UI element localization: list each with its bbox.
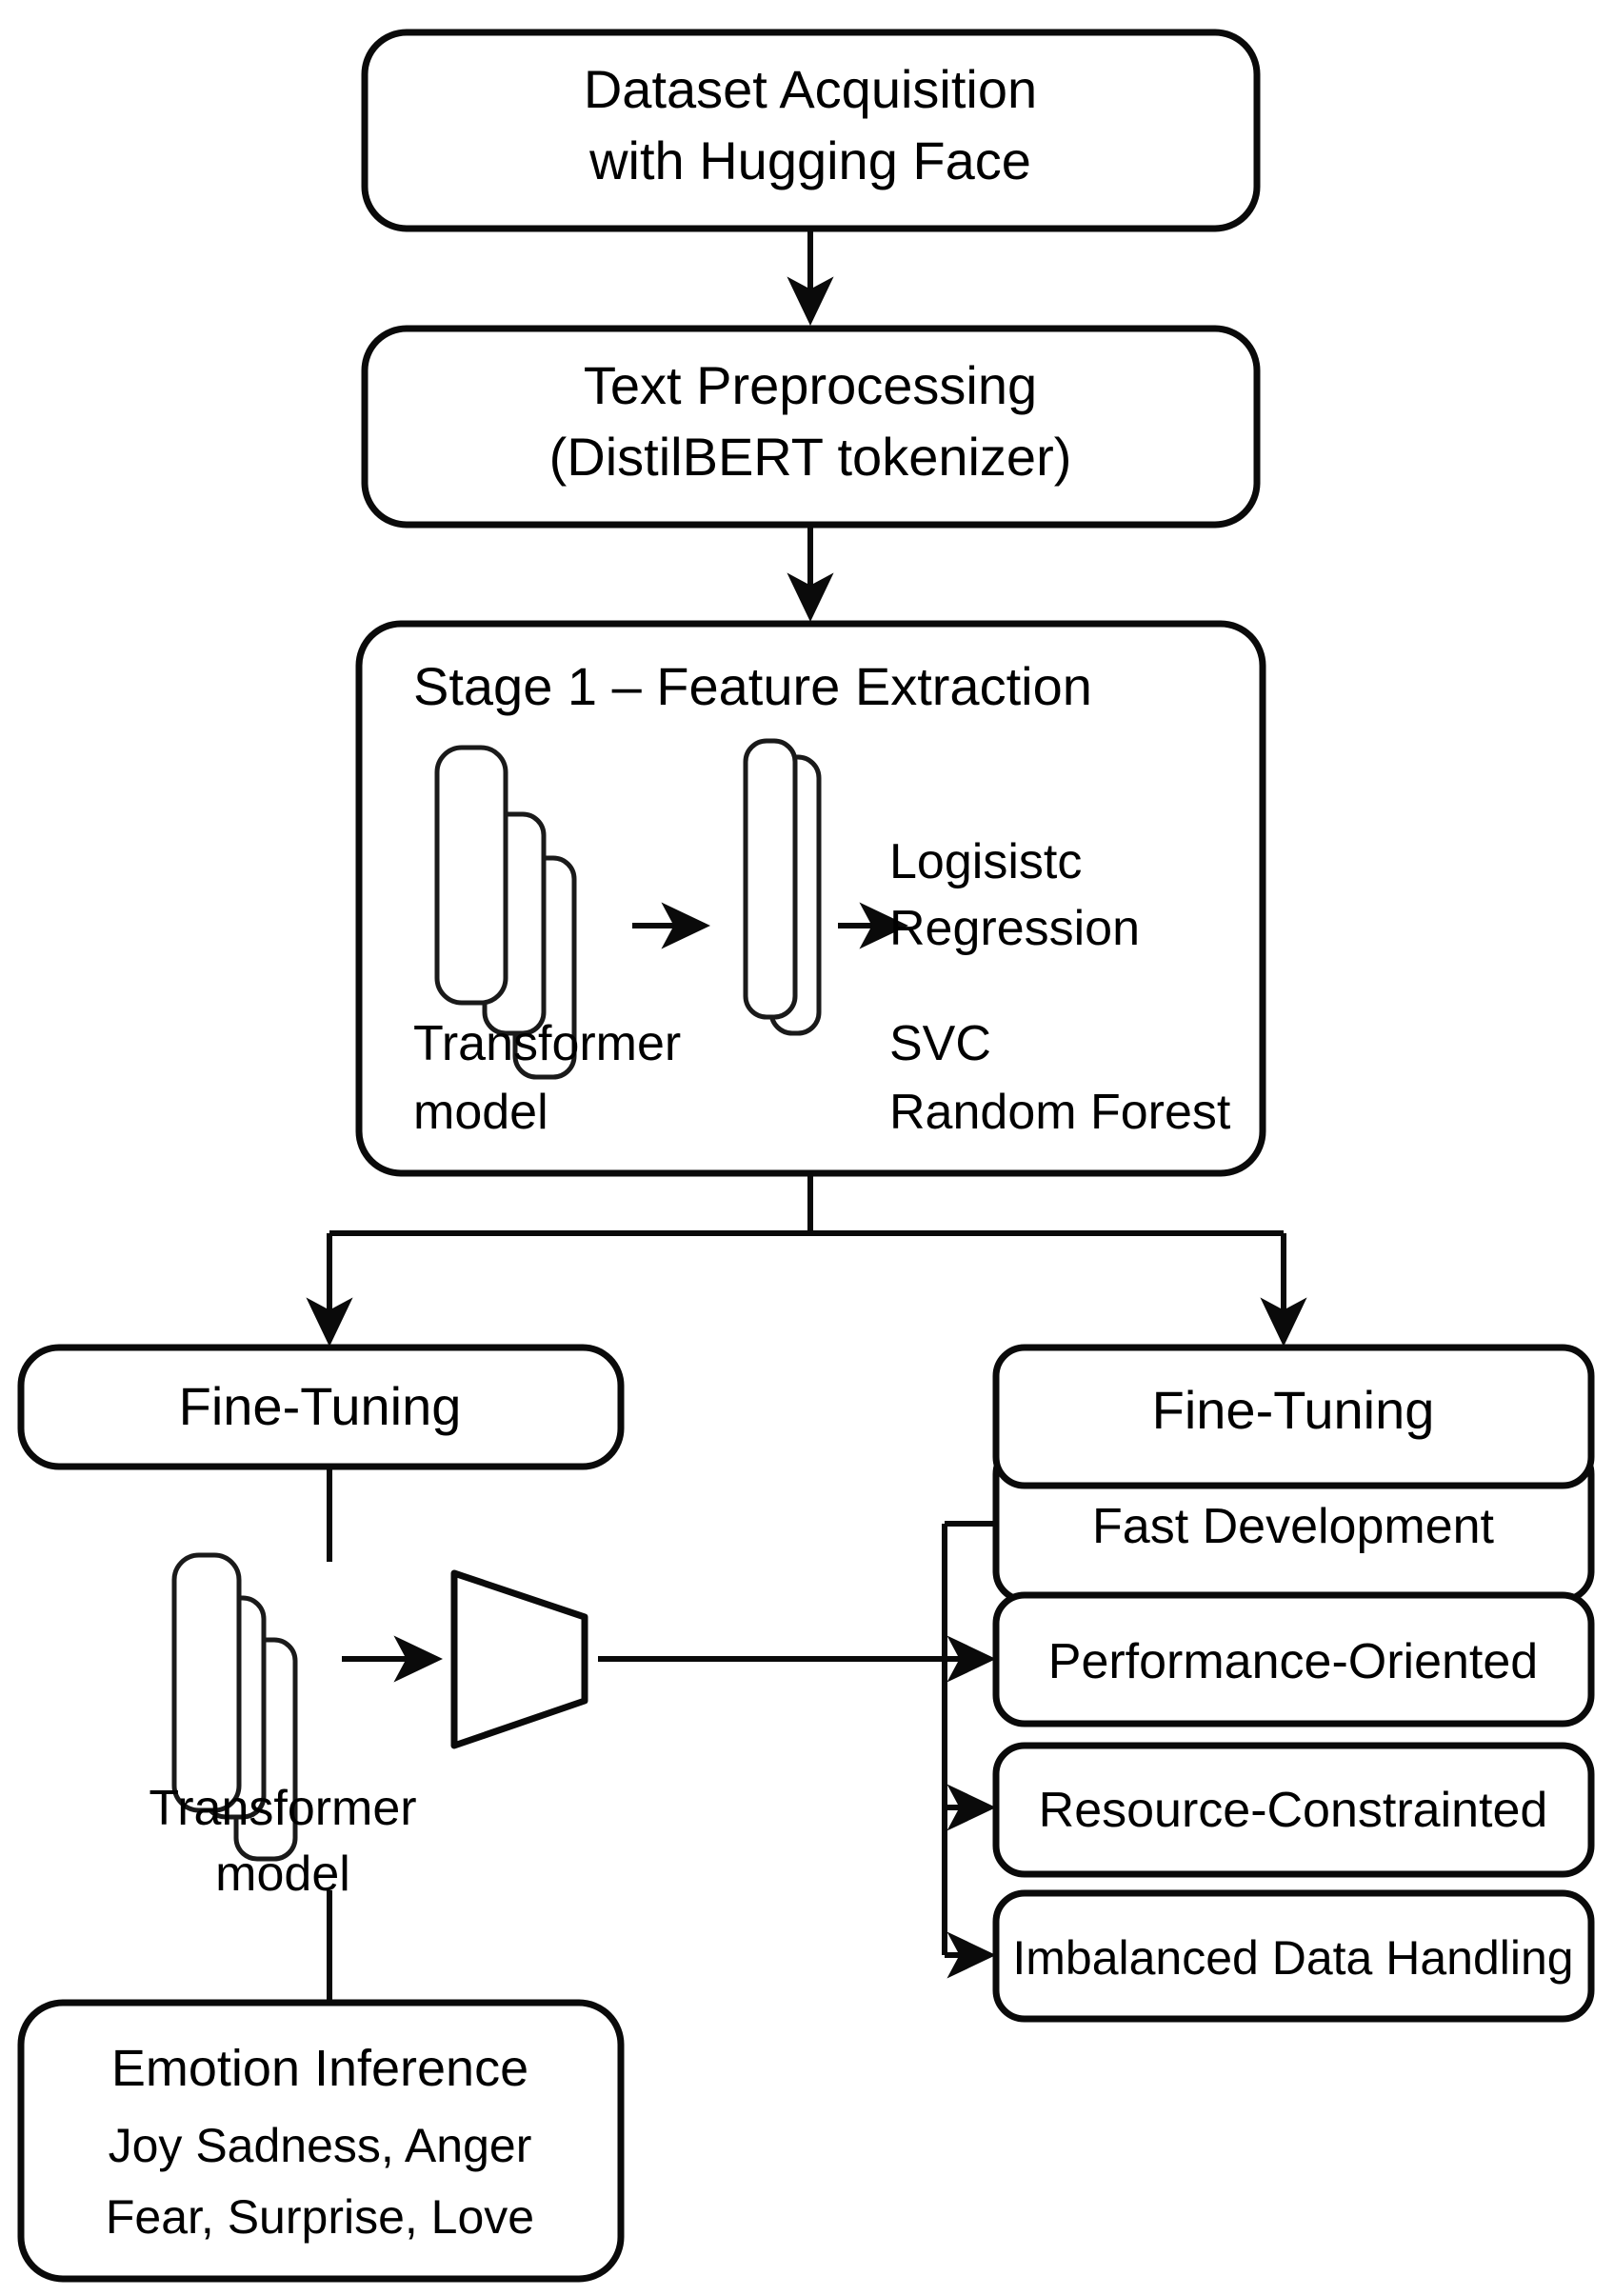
stage1-transformer-stack — [434, 745, 577, 1080]
use-case-label-1: Performance-Oriented — [1048, 1634, 1538, 1689]
transformer-layer-1 — [434, 745, 508, 1006]
stage1-classifier-random-forest: Random Forest — [889, 1085, 1231, 1140]
fine-tuning-transformer-label-line2: model — [215, 1847, 350, 1902]
node-emotion-inference[interactable] — [17, 1999, 625, 2283]
node-imbalanced-data-handling[interactable] — [992, 1889, 1595, 2023]
stage1-classifier-svc: SVC — [889, 1016, 991, 1071]
dataset-acquisition-line1: Dataset Acquisition — [584, 59, 1037, 119]
text-preprocessing-line2: (DistilBERT tokenizer) — [549, 427, 1072, 487]
dataset-acquisition-line2: with Hugging Face — [588, 130, 1031, 190]
node-performance-oriented[interactable] — [992, 1591, 1595, 1727]
stage1-feature-vector — [743, 738, 822, 1036]
text-preprocessing-line1: Text Preprocessing — [584, 355, 1037, 415]
stage1-classifier-logistic-regression-line1: Logisistc — [889, 834, 1082, 889]
node-text-preprocessing[interactable] — [361, 325, 1261, 529]
node-dataset-acquisition[interactable] — [361, 29, 1261, 232]
fine-tuning-right-label: Fine-Tuning — [1152, 1380, 1435, 1440]
emotion-inference-line1: Joy Sadness, Anger — [109, 2119, 532, 2172]
classification-head-trapezoid — [450, 1569, 588, 1749]
node-fine-tuning-left[interactable] — [17, 1344, 625, 1470]
node-fine-tuning-right[interactable] — [992, 1344, 1595, 1489]
fine-tuning-transformer-label-line1: Transformer — [149, 1781, 416, 1836]
stage1-transformer-label-line1: Transformer — [413, 1016, 681, 1071]
stage1-transformer-label-line2: model — [413, 1085, 548, 1140]
fine-tuning-left-label: Fine-Tuning — [179, 1376, 462, 1436]
use-case-label-3: Imbalanced Data Handling — [1012, 1931, 1573, 1985]
fine-tuning-transformer-stack — [171, 1552, 298, 1862]
feature-vector-front — [743, 738, 798, 1020]
node-resource-constrainted[interactable] — [992, 1742, 1595, 1878]
connector-group — [306, 229, 1307, 2003]
use-case-label-2: Resource-Constrainted — [1039, 1783, 1548, 1838]
stage1-classifier-logistic-regression-line2: Regression — [889, 901, 1140, 956]
emotion-inference-heading: Emotion Inference — [111, 2040, 528, 2097]
emotion-inference-line2: Fear, Surprise, Love — [106, 2190, 534, 2244]
ft-transformer-layer-1 — [171, 1552, 242, 1813]
stage1-heading: Stage 1 – Feature Extraction — [413, 656, 1092, 716]
use-case-label-0: Fast Development — [1092, 1499, 1495, 1554]
